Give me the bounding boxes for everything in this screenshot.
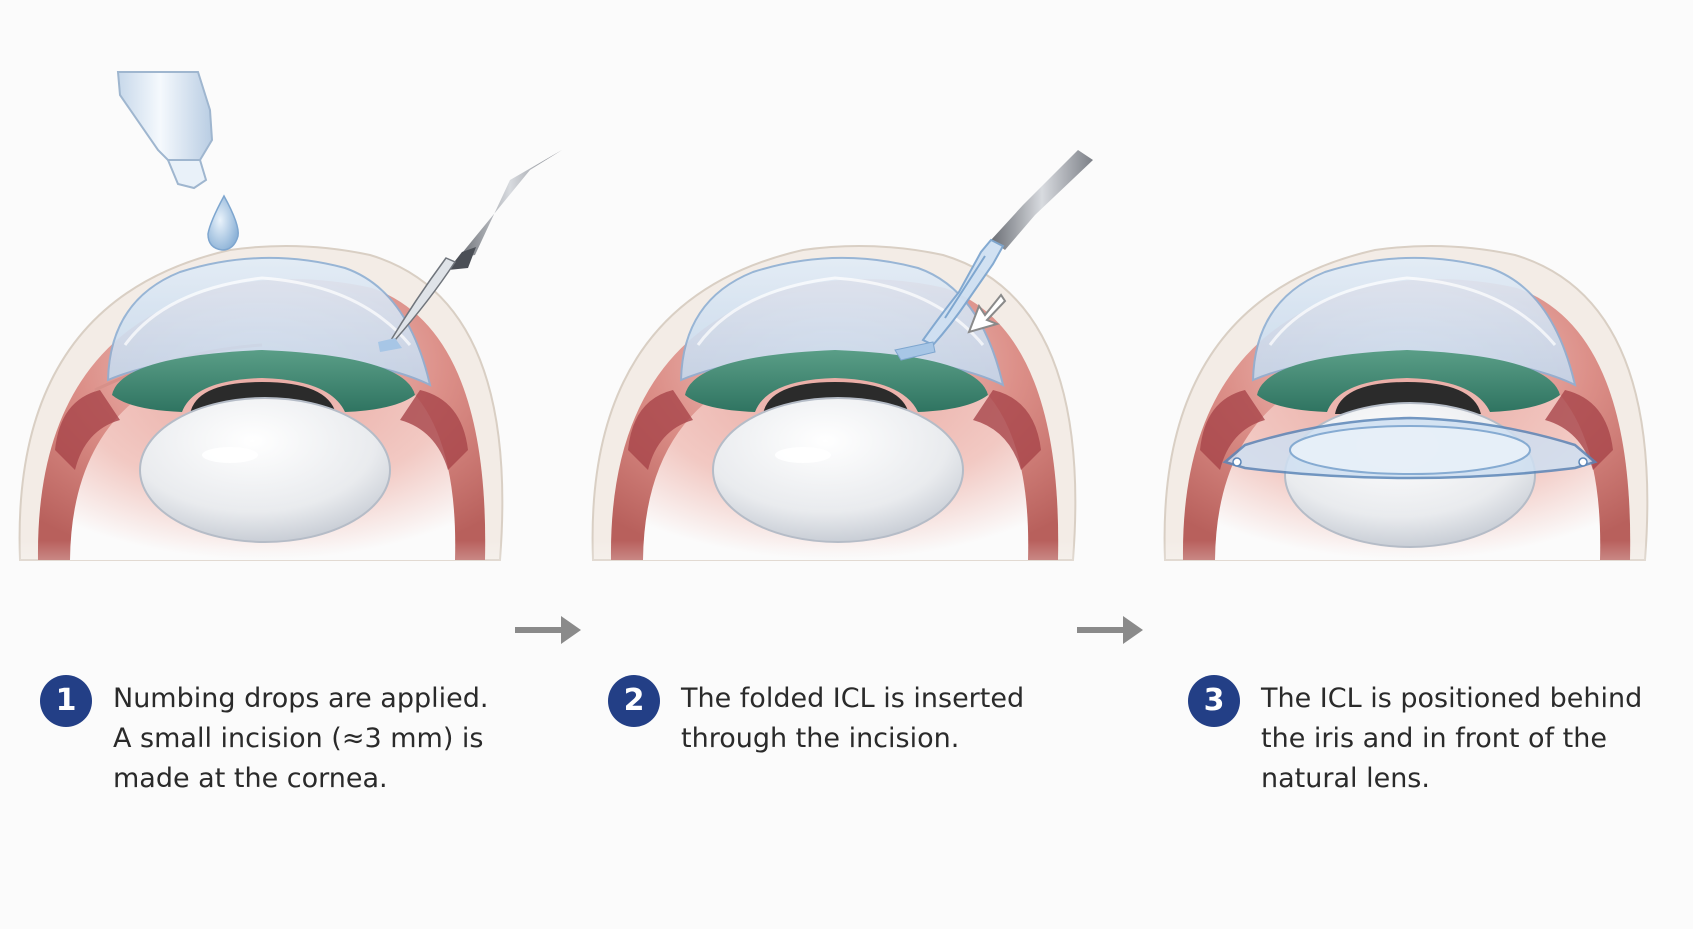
insertion-arrow-icon xyxy=(967,293,1007,334)
step-number-badge: 1 xyxy=(40,675,92,727)
description-line: made at the cornea. xyxy=(113,763,388,794)
step-3-illustration xyxy=(1145,0,1693,620)
iris xyxy=(1257,350,1560,412)
step-number-badge: 2 xyxy=(608,675,660,727)
eye-drop-bottle-icon xyxy=(116,71,214,190)
natural-lens xyxy=(712,397,964,543)
description-line: Numbing drops are applied. xyxy=(113,683,489,714)
drop-icon xyxy=(207,194,239,251)
description-line: natural lens. xyxy=(1261,763,1430,794)
iris xyxy=(112,350,415,412)
next-step-arrow-icon xyxy=(515,616,581,644)
step-description: Numbing drops are applied. A small incis… xyxy=(113,679,533,799)
description-line: A small incision (≈3 mm) is xyxy=(113,723,484,754)
injector-icon xyxy=(894,150,1093,361)
step-number-badge: 3 xyxy=(1188,675,1240,727)
iris xyxy=(685,350,988,412)
natural-lens xyxy=(139,397,391,543)
next-step-arrow-icon xyxy=(1077,616,1143,644)
step-2-illustration xyxy=(573,0,1143,620)
description-line: The ICL is positioned behind xyxy=(1261,683,1643,714)
step-1-illustration xyxy=(0,0,570,620)
step-description: The folded ICL is inserted through the i… xyxy=(681,679,1101,759)
description-line: the iris and in front of the xyxy=(1261,723,1607,754)
implanted-icl-lens xyxy=(1222,416,1598,480)
description-line: through the incision. xyxy=(681,723,960,754)
description-line: The folded ICL is inserted xyxy=(681,683,1025,714)
step-description: The ICL is positioned behind the iris an… xyxy=(1261,679,1681,799)
scalpel-icon xyxy=(378,150,562,352)
